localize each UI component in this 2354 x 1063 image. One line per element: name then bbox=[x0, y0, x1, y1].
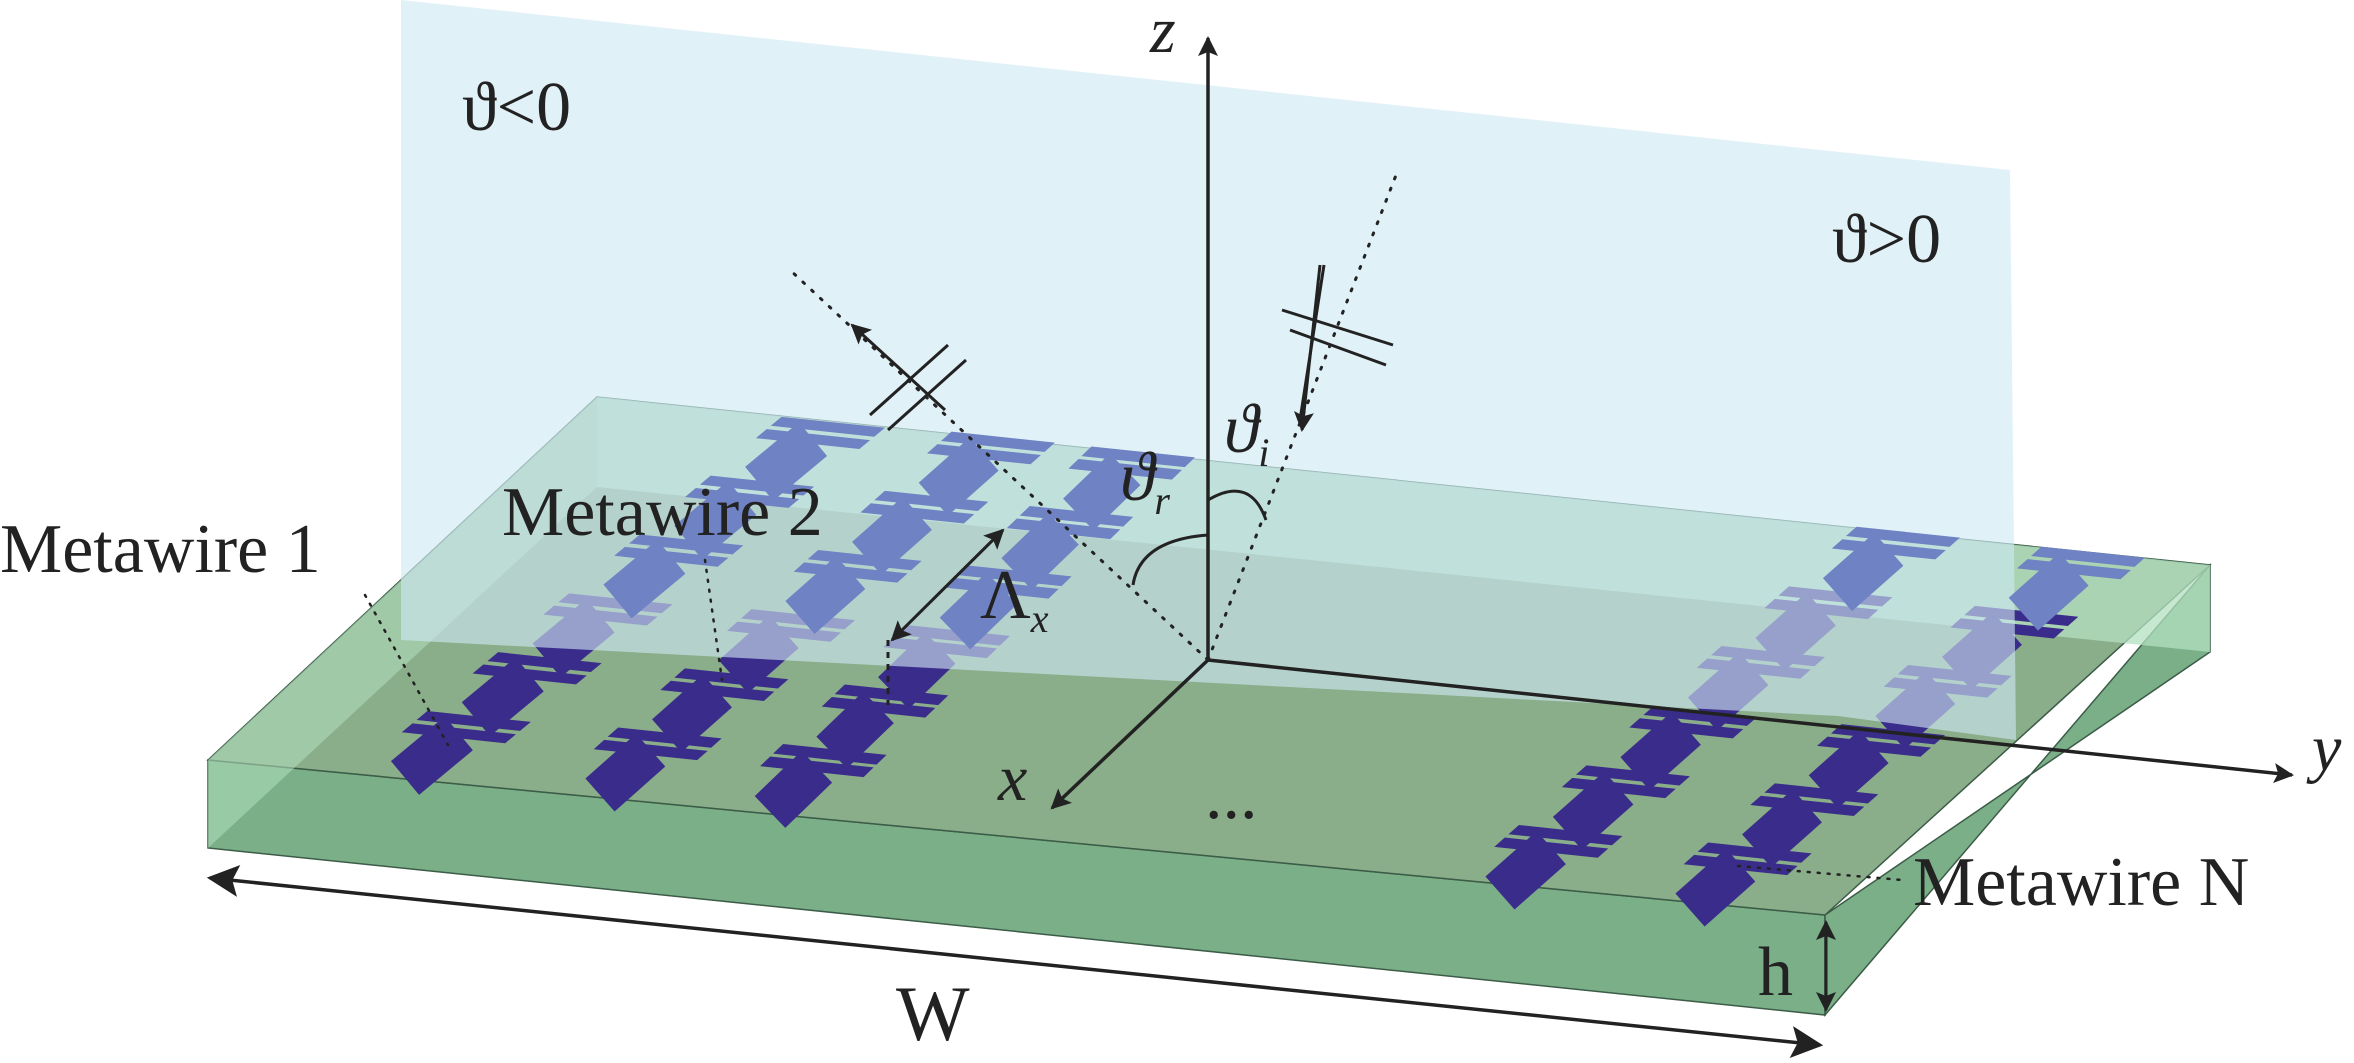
reflected-wavefront-2 bbox=[886, 358, 968, 432]
metawire-capacitor-pad bbox=[834, 684, 949, 706]
metawire-capacitor-pad bbox=[472, 664, 587, 685]
reflected-arrow bbox=[850, 323, 947, 412]
metawire-capacitor-pad bbox=[770, 416, 885, 437]
incident-beam bbox=[1206, 168, 1400, 662]
reflected-dotted-line bbox=[788, 268, 1210, 662]
theta-i-arc bbox=[1207, 489, 1268, 521]
metawire-capacitor-pad bbox=[1006, 518, 1121, 540]
coordinate-axes bbox=[1050, 36, 2294, 810]
metawire-capacitor-pad bbox=[874, 490, 989, 512]
metawires-back bbox=[603, 416, 2145, 650]
metawire-capacitor-pad bbox=[2017, 559, 2131, 580]
metawire-capacitor-pad bbox=[760, 756, 874, 778]
theta-negative-label: ϑ<0 bbox=[462, 69, 571, 146]
lambda-symbol: Λ bbox=[980, 557, 1031, 634]
theta-r-label: ϑr bbox=[1120, 439, 1170, 523]
metawire-capacitor-pad bbox=[699, 475, 815, 496]
metawire-capacitor-pad bbox=[614, 546, 729, 567]
x-axis bbox=[1050, 658, 1210, 810]
y-axis bbox=[1207, 658, 2294, 784]
width-arrow bbox=[206, 865, 1824, 1058]
metawire-2-label: Metawire 2 bbox=[502, 474, 823, 551]
theta-i-subscript: i bbox=[1258, 430, 1269, 475]
theta-r-symbol: ϑ bbox=[1120, 439, 1158, 516]
theta-r-arc bbox=[1131, 533, 1209, 586]
metawire-capacitor-pad bbox=[793, 562, 908, 583]
metawire-capacitor-pad bbox=[821, 696, 936, 718]
metawire-capacitor-pad bbox=[1629, 718, 1744, 739]
metawire-capacitor-pad bbox=[593, 739, 708, 761]
metawire-capacitor-pad bbox=[1845, 526, 1960, 547]
metawire-capacitor-pad bbox=[401, 723, 516, 744]
metawire-capacitor-pad bbox=[2031, 546, 2145, 567]
metawire-capacitor-pad bbox=[629, 534, 744, 555]
metawire-2-leader bbox=[703, 558, 724, 682]
metawire-capacitor-pad bbox=[674, 668, 789, 689]
metawire-capacitor-pad bbox=[660, 680, 775, 701]
metawire-capacitor-pad bbox=[1831, 539, 1946, 560]
reflected-beam bbox=[788, 268, 1210, 662]
theta-i-label: ϑi bbox=[1224, 391, 1269, 475]
reflected-wavefront-1 bbox=[868, 343, 950, 417]
lambda-x-arrow bbox=[890, 528, 1005, 642]
metawire-capacitor-pad bbox=[1494, 837, 1609, 858]
metawire-capacitor-pad bbox=[1081, 446, 1195, 468]
incident-wavefront-1 bbox=[1281, 308, 1394, 347]
metawire-capacitor-pad bbox=[773, 743, 887, 765]
lambda-x-label: Λx bbox=[980, 557, 1049, 641]
height-label: h bbox=[1758, 934, 1793, 1011]
metawire-capacitor-pad bbox=[927, 444, 1041, 465]
metawire-capacitor-pad bbox=[607, 727, 722, 748]
metawire-capacitor-pad bbox=[416, 710, 531, 731]
metawire-capacitor-pad bbox=[1817, 736, 1931, 757]
metawire-capacitor-pad bbox=[1068, 458, 1182, 480]
ellipsis-label: ... bbox=[1205, 757, 1258, 834]
theta-positive-label: ϑ>0 bbox=[1832, 201, 1941, 278]
metawire-capacitor-pad bbox=[755, 429, 871, 450]
metawire-capacitor-pad bbox=[1750, 795, 1865, 816]
metawire-1-label: Metawire 1 bbox=[0, 511, 321, 588]
metawire-capacitor-pad bbox=[685, 488, 800, 508]
width-label: W bbox=[896, 970, 970, 1057]
axis-y-label: y bbox=[2306, 712, 2342, 785]
metawire-capacitor-pad bbox=[860, 503, 975, 524]
theta-r-subscript: r bbox=[1154, 478, 1170, 523]
theta-i-symbol: ϑ bbox=[1224, 391, 1262, 468]
incident-wavefront-2 bbox=[1289, 328, 1387, 367]
metawire-capacitor-pad bbox=[487, 652, 602, 673]
metawire-capacitor-pad bbox=[1697, 842, 1812, 863]
metawire-capacitor-pad bbox=[1764, 783, 1879, 804]
metawire-1-leader bbox=[363, 593, 450, 747]
axis-z-label: z bbox=[1149, 0, 1176, 67]
metawire-capacitor-pad bbox=[1575, 765, 1690, 786]
incident-tick bbox=[1298, 264, 1326, 421]
metawire-capacitor-pad bbox=[1561, 777, 1676, 799]
metawire-n-label: Metawire N bbox=[1913, 844, 2249, 921]
lambda-subscript: x bbox=[1030, 596, 1049, 641]
metawire-capacitor-pad bbox=[1508, 825, 1623, 846]
axis-x-label: x bbox=[997, 742, 1027, 815]
